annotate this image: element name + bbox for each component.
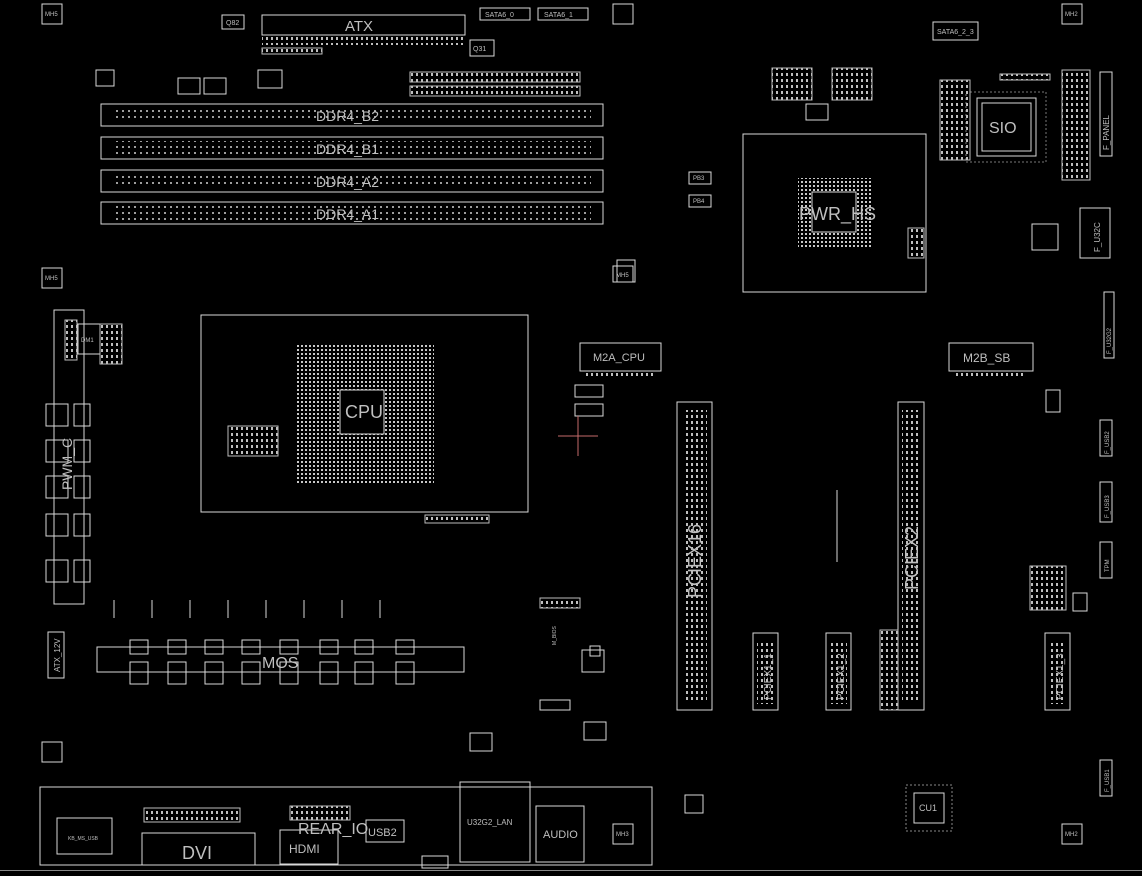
sata1-label: SATA6_1: [544, 12, 573, 19]
dimm-slot-a1: [100, 201, 604, 225]
left-rear-connector: [53, 309, 85, 605]
q31-label: Q31: [473, 46, 486, 53]
mh-audio-label: MH3: [616, 832, 629, 838]
audio-label: AUDIO: [543, 829, 578, 841]
pb3-label: PB3: [693, 176, 705, 182]
ddr4-b1-label: DDR4_B1: [316, 141, 379, 157]
pcie-x1-2-slot: [825, 632, 852, 711]
m2a-slot: [579, 342, 662, 372]
tpm-label: TPM: [1105, 559, 1111, 572]
mh-top-label: MH5: [45, 12, 58, 18]
f-u32c-label: F_U32C: [1093, 222, 1102, 252]
ddr4-a2-label: DDR4_A2: [316, 174, 379, 190]
pcie-x1-1-slot: [752, 632, 779, 711]
pch-heatsink: [742, 133, 927, 293]
mh-cpu-label: MH5: [616, 273, 629, 279]
atx-connector: [261, 14, 466, 36]
rear-io-label: REAR_IO: [298, 821, 368, 838]
f-usb-label: F_USB2: [1105, 431, 1111, 454]
pcie-x1-3-slot: [1044, 632, 1071, 711]
m2a-cpu-label: M2A_CPU: [593, 352, 645, 364]
mh-left-label: MH5: [45, 276, 58, 282]
lan-label: U32G2_LAN: [467, 818, 513, 827]
f-u32g2-label: F_U32G2: [1107, 327, 1113, 354]
m2b-slot: [948, 342, 1034, 372]
sata23-label: SATA6_2_3: [937, 29, 974, 36]
rear-io-area: [39, 786, 653, 866]
atx-12v-label: ATX_12V: [53, 638, 62, 672]
hdmi-label: HDMI: [289, 842, 320, 856]
dm1-label: DM1: [81, 338, 94, 344]
pb4-label: PB4: [693, 199, 705, 205]
dimm-slot-b2: [100, 103, 604, 127]
dimm-slot-a2: [100, 169, 604, 193]
pcie-x2-label: PCIEX2: [902, 526, 922, 590]
ddr4-a1-label: DDR4_A1: [316, 206, 379, 222]
m2b-sb-label: M2B_SB: [963, 351, 1010, 365]
usb2-label: USB2: [368, 827, 397, 839]
atx-label: ATX: [345, 18, 373, 35]
status-bar: [0, 870, 1142, 876]
pwr-hs-label: PWR_HS: [799, 204, 876, 225]
kb-ms-label: KB_MS_USB: [68, 836, 99, 842]
cpu-label: CPU: [345, 402, 383, 422]
f-usb3-label: F_USB3: [1105, 495, 1111, 518]
crosshair-marker: [558, 416, 598, 456]
sio-chip: [976, 97, 1037, 157]
dimm-slot-b1: [100, 136, 604, 160]
pcie-x1-1-label: PCIEX1_1: [763, 653, 774, 700]
dvi-label: DVI: [182, 843, 212, 863]
cu1-label: CU1: [919, 803, 937, 813]
sio-label: SIO: [989, 120, 1017, 137]
pcie-x1-3-label: PCIEX1_3: [1055, 653, 1066, 700]
pcie-x1-2-label: PCIEX1_2: [836, 653, 847, 700]
ddr4-b2-label: DDR4_B2: [316, 108, 379, 124]
mos-label: MOS: [262, 655, 298, 672]
cu1-chip: [913, 792, 945, 824]
q82-label: Q82: [226, 20, 239, 27]
pcie-x16-slot: [676, 401, 713, 711]
pcie-x16-label: PCIEX16: [685, 524, 705, 598]
f-panel-label: F_PANEL: [1102, 114, 1111, 150]
pwm-c-label: PWM_C: [59, 438, 75, 490]
m-bios-label: M_BIOS: [552, 625, 558, 645]
cpu-socket: [200, 314, 529, 513]
mh-right-label: MH2: [1065, 12, 1078, 18]
f-usb1-label: F_USB1: [1105, 769, 1111, 792]
pcie-x2-slot: [897, 401, 925, 711]
sata0-label: SATA6_0: [485, 12, 514, 19]
mh-bottom-label: MH2: [1065, 832, 1078, 838]
